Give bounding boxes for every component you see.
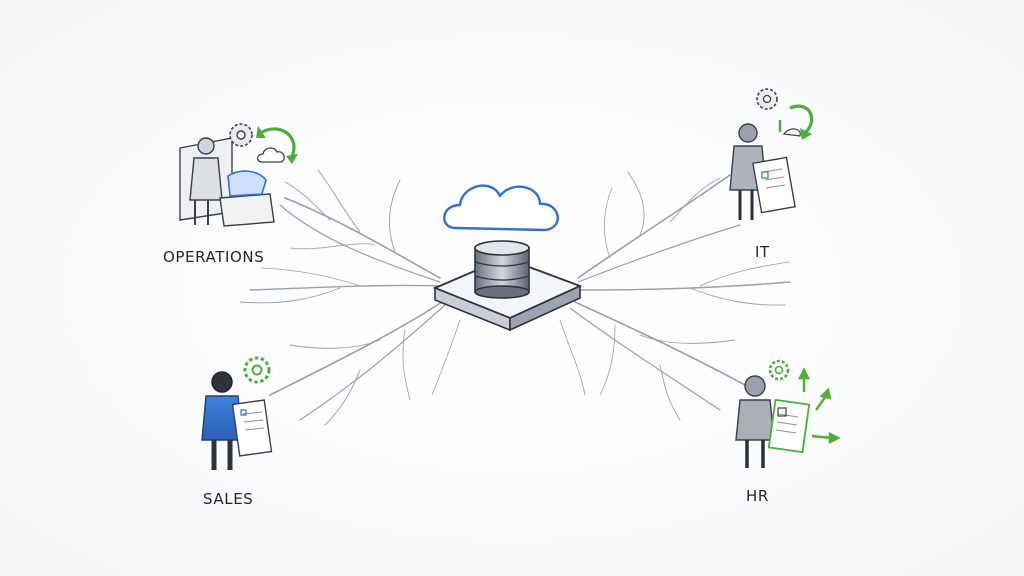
label-it: IT [755, 243, 770, 261]
refresh-arrow-icon [789, 104, 814, 134]
person-with-clipboard-icon [729, 123, 796, 220]
label-hr: HR [746, 487, 769, 505]
gear-icon [768, 359, 790, 381]
branch-network [239, 169, 791, 426]
person-with-clipboard-icon [201, 371, 273, 470]
gear-icon [229, 123, 253, 147]
label-operations: OPERATIONS [163, 248, 265, 266]
cloud-icon [443, 184, 559, 232]
gear-icon [243, 356, 271, 384]
refresh-arrow-icon [261, 127, 296, 157]
hr-node [735, 359, 841, 468]
growth-arrow-icon [798, 367, 841, 444]
operations-node [179, 123, 298, 227]
label-sales: SALES [203, 490, 254, 508]
person-with-clipboard-icon [735, 375, 811, 468]
gear-icon [756, 88, 778, 110]
central-hub [432, 184, 583, 332]
worker-at-desk-icon [189, 137, 223, 225]
cloud-small-icon [256, 147, 285, 163]
it-node [729, 88, 814, 220]
database-icon [474, 240, 530, 299]
sales-node [201, 356, 273, 470]
